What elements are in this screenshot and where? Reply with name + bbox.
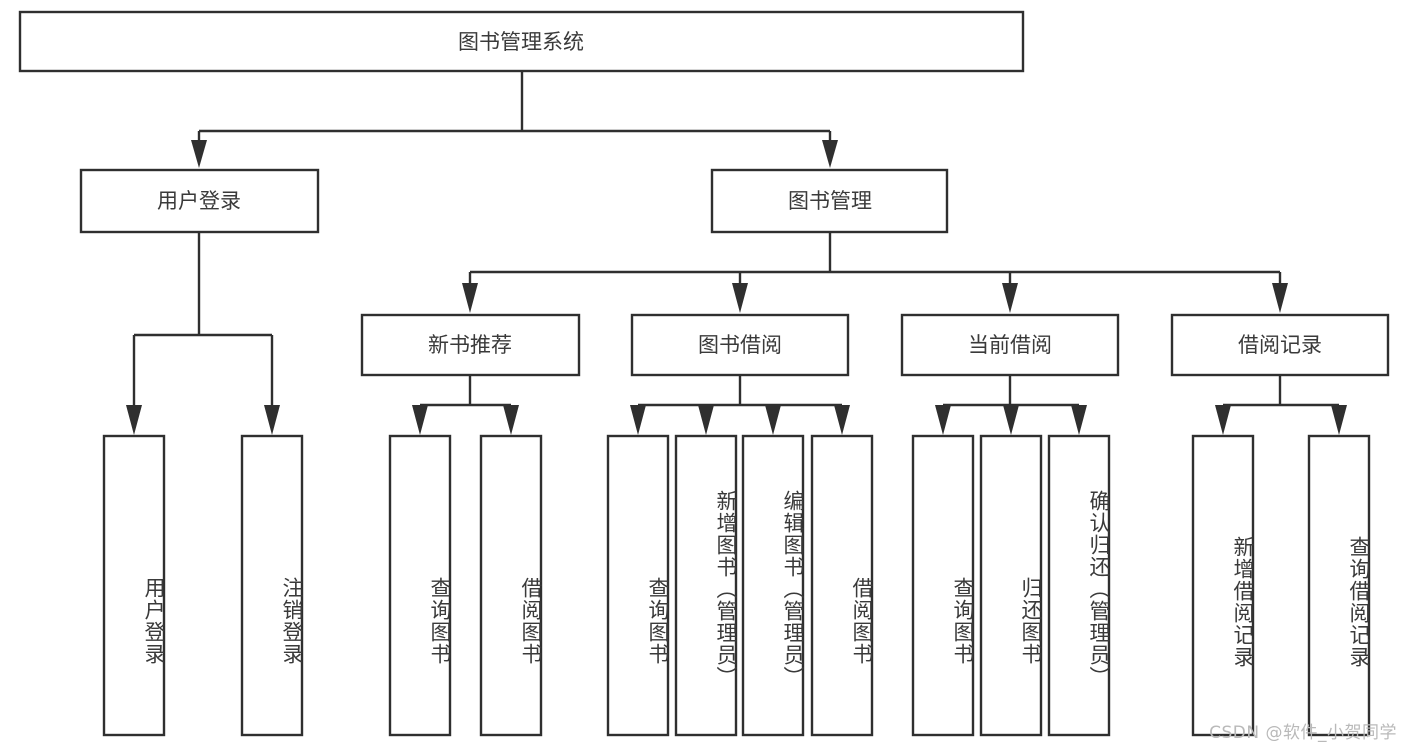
- leaf-box-query-book-1[interactable]: [388, 434, 452, 737]
- node-current-borrow-label: 当前借阅: [968, 333, 1052, 357]
- arrow-user-login-leaf-2: [264, 405, 280, 435]
- node-new-book-recommend-label: 新书推荐: [428, 333, 512, 357]
- arrow-new-book-leaf-2: [503, 405, 519, 435]
- arrow-bm-to-borrow-record: [1272, 283, 1288, 313]
- leaf-box-query-borrow-record[interactable]: [1307, 434, 1371, 737]
- connector-layer: [126, 71, 1347, 435]
- node-new-book-recommend-box[interactable]: [360, 313, 581, 377]
- node-borrow-record-label: 借阅记录: [1238, 333, 1322, 357]
- arrow-current-borrow-leaf-1: [935, 405, 951, 435]
- node-current-borrow[interactable]: 当前借阅: [900, 313, 1120, 377]
- node-root-label: 图书管理系统: [458, 30, 584, 54]
- arrow-book-borrow-leaf-2: [698, 405, 714, 435]
- leaf-box-user-login[interactable]: [102, 434, 166, 737]
- arrow-book-borrow-leaf-3: [765, 405, 781, 435]
- arrow-bm-to-current-borrow: [1002, 283, 1018, 313]
- node-user-login[interactable]: 用户登录: [79, 168, 320, 234]
- csdn-watermark: CSDN @软件_小贺同学: [1209, 723, 1397, 743]
- leaf-box-query-book-2[interactable]: [606, 434, 670, 737]
- node-borrow-record-box[interactable]: [1170, 313, 1390, 377]
- leaf-box-borrow-book-2[interactable]: [810, 434, 874, 737]
- node-new-book-recommend[interactable]: 新书推荐: [360, 313, 581, 377]
- leaf-box-query-book-3[interactable]: [911, 434, 975, 737]
- leaf-box-logout-login[interactable]: [240, 434, 304, 737]
- arrow-book-borrow-leaf-4: [834, 405, 850, 435]
- arrow-current-borrow-leaf-3: [1071, 405, 1087, 435]
- arrow-root-to-book-manage: [822, 140, 838, 168]
- leaf-box-add-borrow-record[interactable]: [1191, 434, 1255, 737]
- arrow-current-borrow-leaf-2: [1003, 405, 1019, 435]
- node-user-login-box[interactable]: [79, 168, 320, 234]
- leaf-boxes-layer[interactable]: [102, 434, 1371, 737]
- node-current-borrow-box[interactable]: [900, 313, 1120, 377]
- arrow-new-book-leaf-1: [412, 405, 428, 435]
- node-book-borrow[interactable]: 图书借阅: [630, 313, 850, 377]
- leaf-box-confirm-return-admin[interactable]: [1047, 434, 1111, 737]
- node-book-borrow-box[interactable]: [630, 313, 850, 377]
- arrow-borrow-record-leaf-1: [1215, 405, 1231, 435]
- leaf-box-edit-book-admin[interactable]: [741, 434, 805, 737]
- node-borrow-record[interactable]: 借阅记录: [1170, 313, 1390, 377]
- arrow-bm-to-book-borrow: [732, 283, 748, 313]
- leaf-box-borrow-book-1[interactable]: [479, 434, 543, 737]
- node-book-manage[interactable]: 图书管理: [710, 168, 949, 234]
- arrow-user-login-leaf-1: [126, 405, 142, 435]
- node-root[interactable]: 图书管理系统: [18, 10, 1025, 73]
- node-root-box[interactable]: [18, 10, 1025, 73]
- node-user-login-label: 用户登录: [157, 189, 241, 213]
- arrow-book-borrow-leaf-1: [630, 405, 646, 435]
- node-book-borrow-label: 图书借阅: [698, 333, 782, 357]
- node-book-manage-label: 图书管理: [788, 189, 872, 213]
- arrow-bm-to-new-book: [462, 283, 478, 313]
- node-book-manage-box[interactable]: [710, 168, 949, 234]
- arrow-root-to-user-login: [191, 140, 207, 168]
- arrow-borrow-record-leaf-2: [1331, 405, 1347, 435]
- leaf-box-return-book[interactable]: [979, 434, 1043, 737]
- leaf-box-add-book-admin[interactable]: [674, 434, 738, 737]
